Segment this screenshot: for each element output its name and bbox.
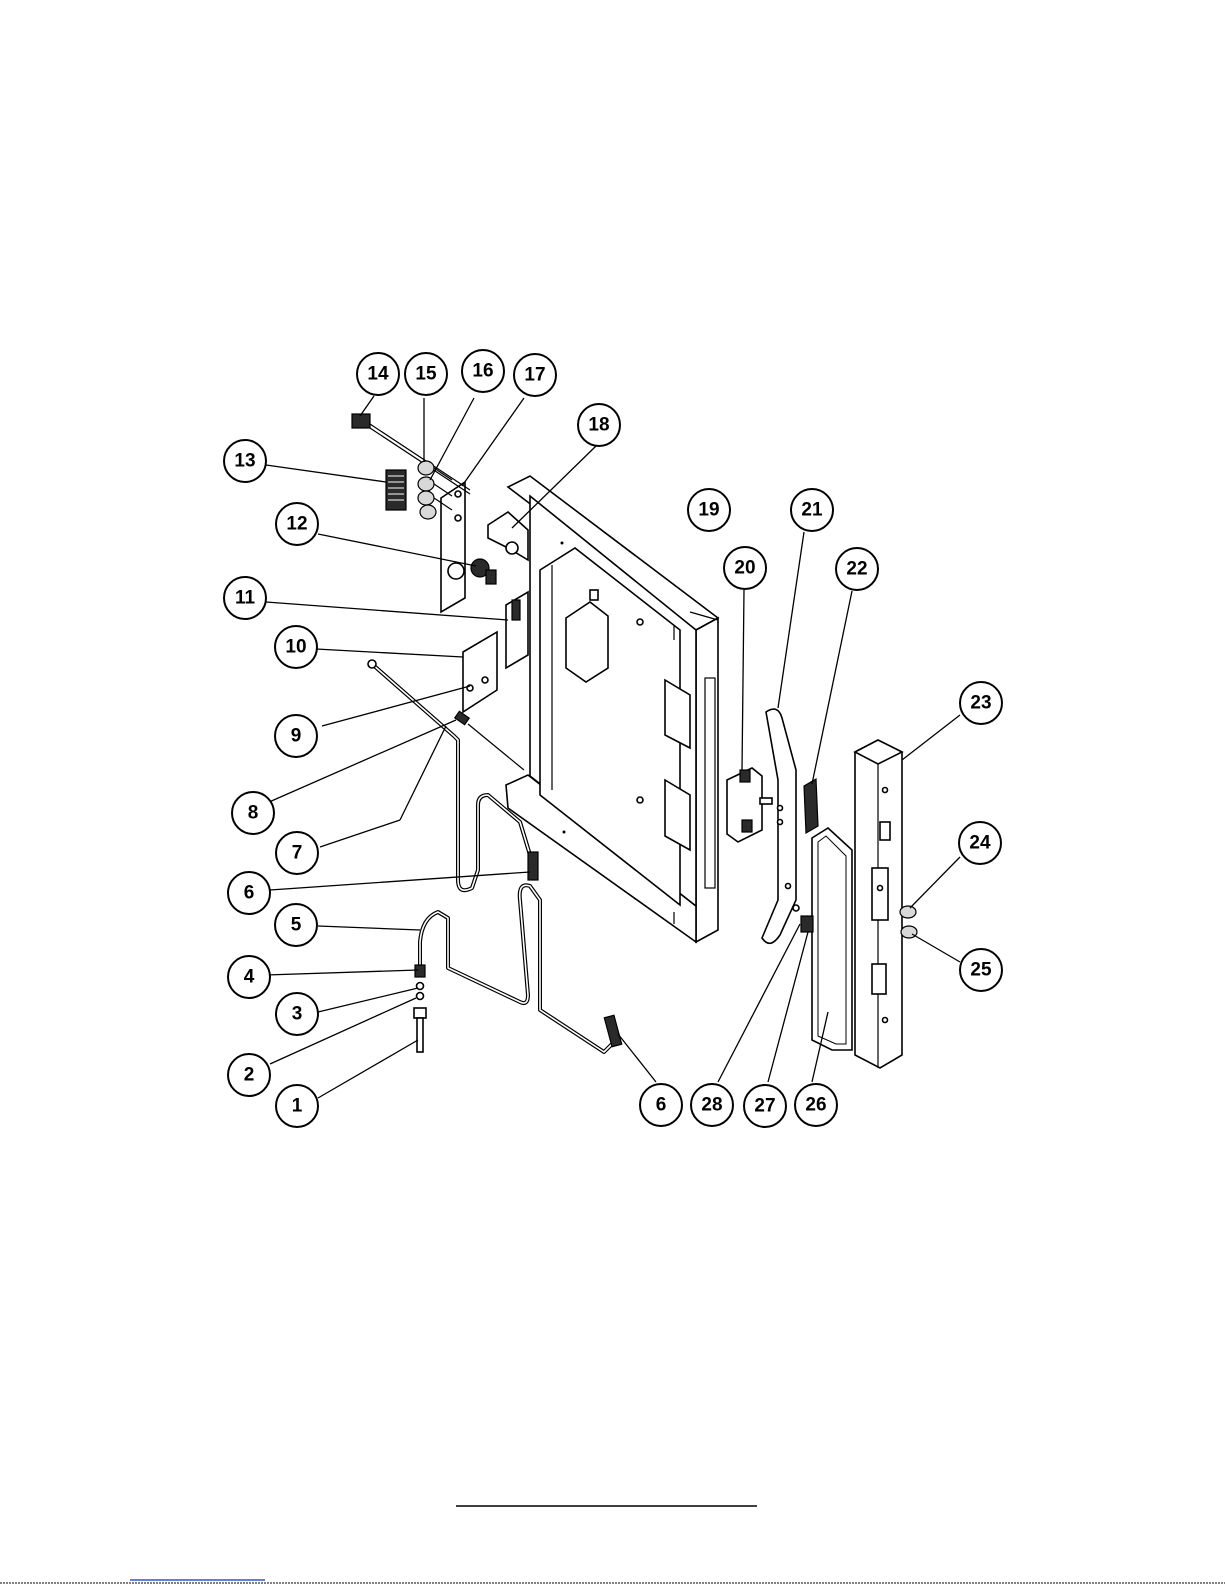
callout-19: 19 bbox=[688, 489, 730, 531]
svg-text:19: 19 bbox=[698, 500, 719, 521]
svg-text:25: 25 bbox=[970, 960, 992, 981]
rocker-switch-22 bbox=[804, 779, 818, 833]
svg-text:7: 7 bbox=[292, 843, 303, 864]
callout-3: 3 bbox=[276, 993, 318, 1035]
svg-text:27: 27 bbox=[754, 1096, 775, 1117]
callout-9: 9 bbox=[275, 715, 317, 757]
svg-text:16: 16 bbox=[472, 361, 493, 382]
svg-text:5: 5 bbox=[291, 915, 302, 936]
svg-text:9: 9 bbox=[291, 726, 302, 747]
callout-18: 18 bbox=[578, 404, 620, 446]
svg-text:28: 28 bbox=[701, 1095, 722, 1116]
callout-17: 17 bbox=[514, 354, 556, 396]
footer-rules bbox=[0, 1506, 1225, 1583]
callout-24: 24 bbox=[959, 822, 1001, 864]
callout-22: 22 bbox=[836, 548, 878, 590]
svg-text:11: 11 bbox=[235, 588, 256, 609]
callout-7: 7 bbox=[276, 832, 318, 874]
callout-20: 20 bbox=[724, 547, 766, 589]
callout-6-lower: 6 bbox=[640, 1084, 682, 1126]
callout-16: 16 bbox=[462, 350, 504, 392]
bracket-21 bbox=[762, 709, 796, 943]
svg-text:14: 14 bbox=[367, 364, 389, 385]
callout-23: 23 bbox=[960, 682, 1002, 724]
callout-6-upper: 6 bbox=[228, 872, 270, 914]
callout-5: 5 bbox=[275, 904, 317, 946]
callout-11: 11 bbox=[224, 577, 266, 619]
svg-text:21: 21 bbox=[801, 500, 823, 521]
callout-25: 25 bbox=[960, 949, 1002, 991]
callout-21: 21 bbox=[791, 489, 833, 531]
callout-27: 27 bbox=[744, 1085, 786, 1127]
callout-14: 14 bbox=[357, 353, 399, 395]
svg-text:17: 17 bbox=[524, 365, 545, 386]
svg-text:24: 24 bbox=[969, 833, 991, 854]
callout-12: 12 bbox=[276, 503, 318, 545]
callout-2: 2 bbox=[228, 1054, 270, 1096]
callout-26: 26 bbox=[795, 1084, 837, 1126]
terminal-block-13 bbox=[386, 470, 406, 510]
callout-28: 28 bbox=[691, 1084, 733, 1126]
svg-text:2: 2 bbox=[244, 1065, 255, 1086]
gasket-26 bbox=[812, 828, 852, 1050]
svg-text:15: 15 bbox=[415, 364, 437, 385]
svg-text:10: 10 bbox=[285, 637, 306, 658]
clips-27-28 bbox=[793, 905, 813, 932]
callout-8: 8 bbox=[232, 792, 274, 834]
small-bracket-18 bbox=[488, 512, 528, 560]
svg-text:3: 3 bbox=[292, 1004, 303, 1025]
callout-1: 1 bbox=[276, 1085, 318, 1127]
plug-14 bbox=[352, 414, 470, 494]
plate-10 bbox=[463, 632, 497, 712]
svg-text:20: 20 bbox=[734, 558, 755, 579]
terminal-bracket-17 bbox=[441, 482, 465, 612]
svg-text:12: 12 bbox=[286, 514, 307, 535]
front-fascia-23 bbox=[855, 740, 902, 1068]
valve-12 bbox=[471, 559, 496, 584]
svg-text:6: 6 bbox=[656, 1095, 667, 1116]
callout-15: 15 bbox=[405, 353, 447, 395]
svg-text:8: 8 bbox=[248, 803, 259, 824]
callout-13: 13 bbox=[224, 440, 266, 482]
svg-text:22: 22 bbox=[846, 559, 867, 580]
svg-text:18: 18 bbox=[588, 415, 609, 436]
svg-text:13: 13 bbox=[234, 451, 255, 472]
svg-text:4: 4 bbox=[244, 967, 255, 988]
gas-valve-20 bbox=[727, 768, 772, 842]
svg-text:6: 6 bbox=[244, 883, 255, 904]
callout-4: 4 bbox=[228, 956, 270, 998]
callout-10: 10 bbox=[275, 626, 317, 668]
svg-text:1: 1 bbox=[292, 1096, 303, 1117]
svg-text:23: 23 bbox=[970, 693, 991, 714]
svg-text:26: 26 bbox=[805, 1095, 826, 1116]
